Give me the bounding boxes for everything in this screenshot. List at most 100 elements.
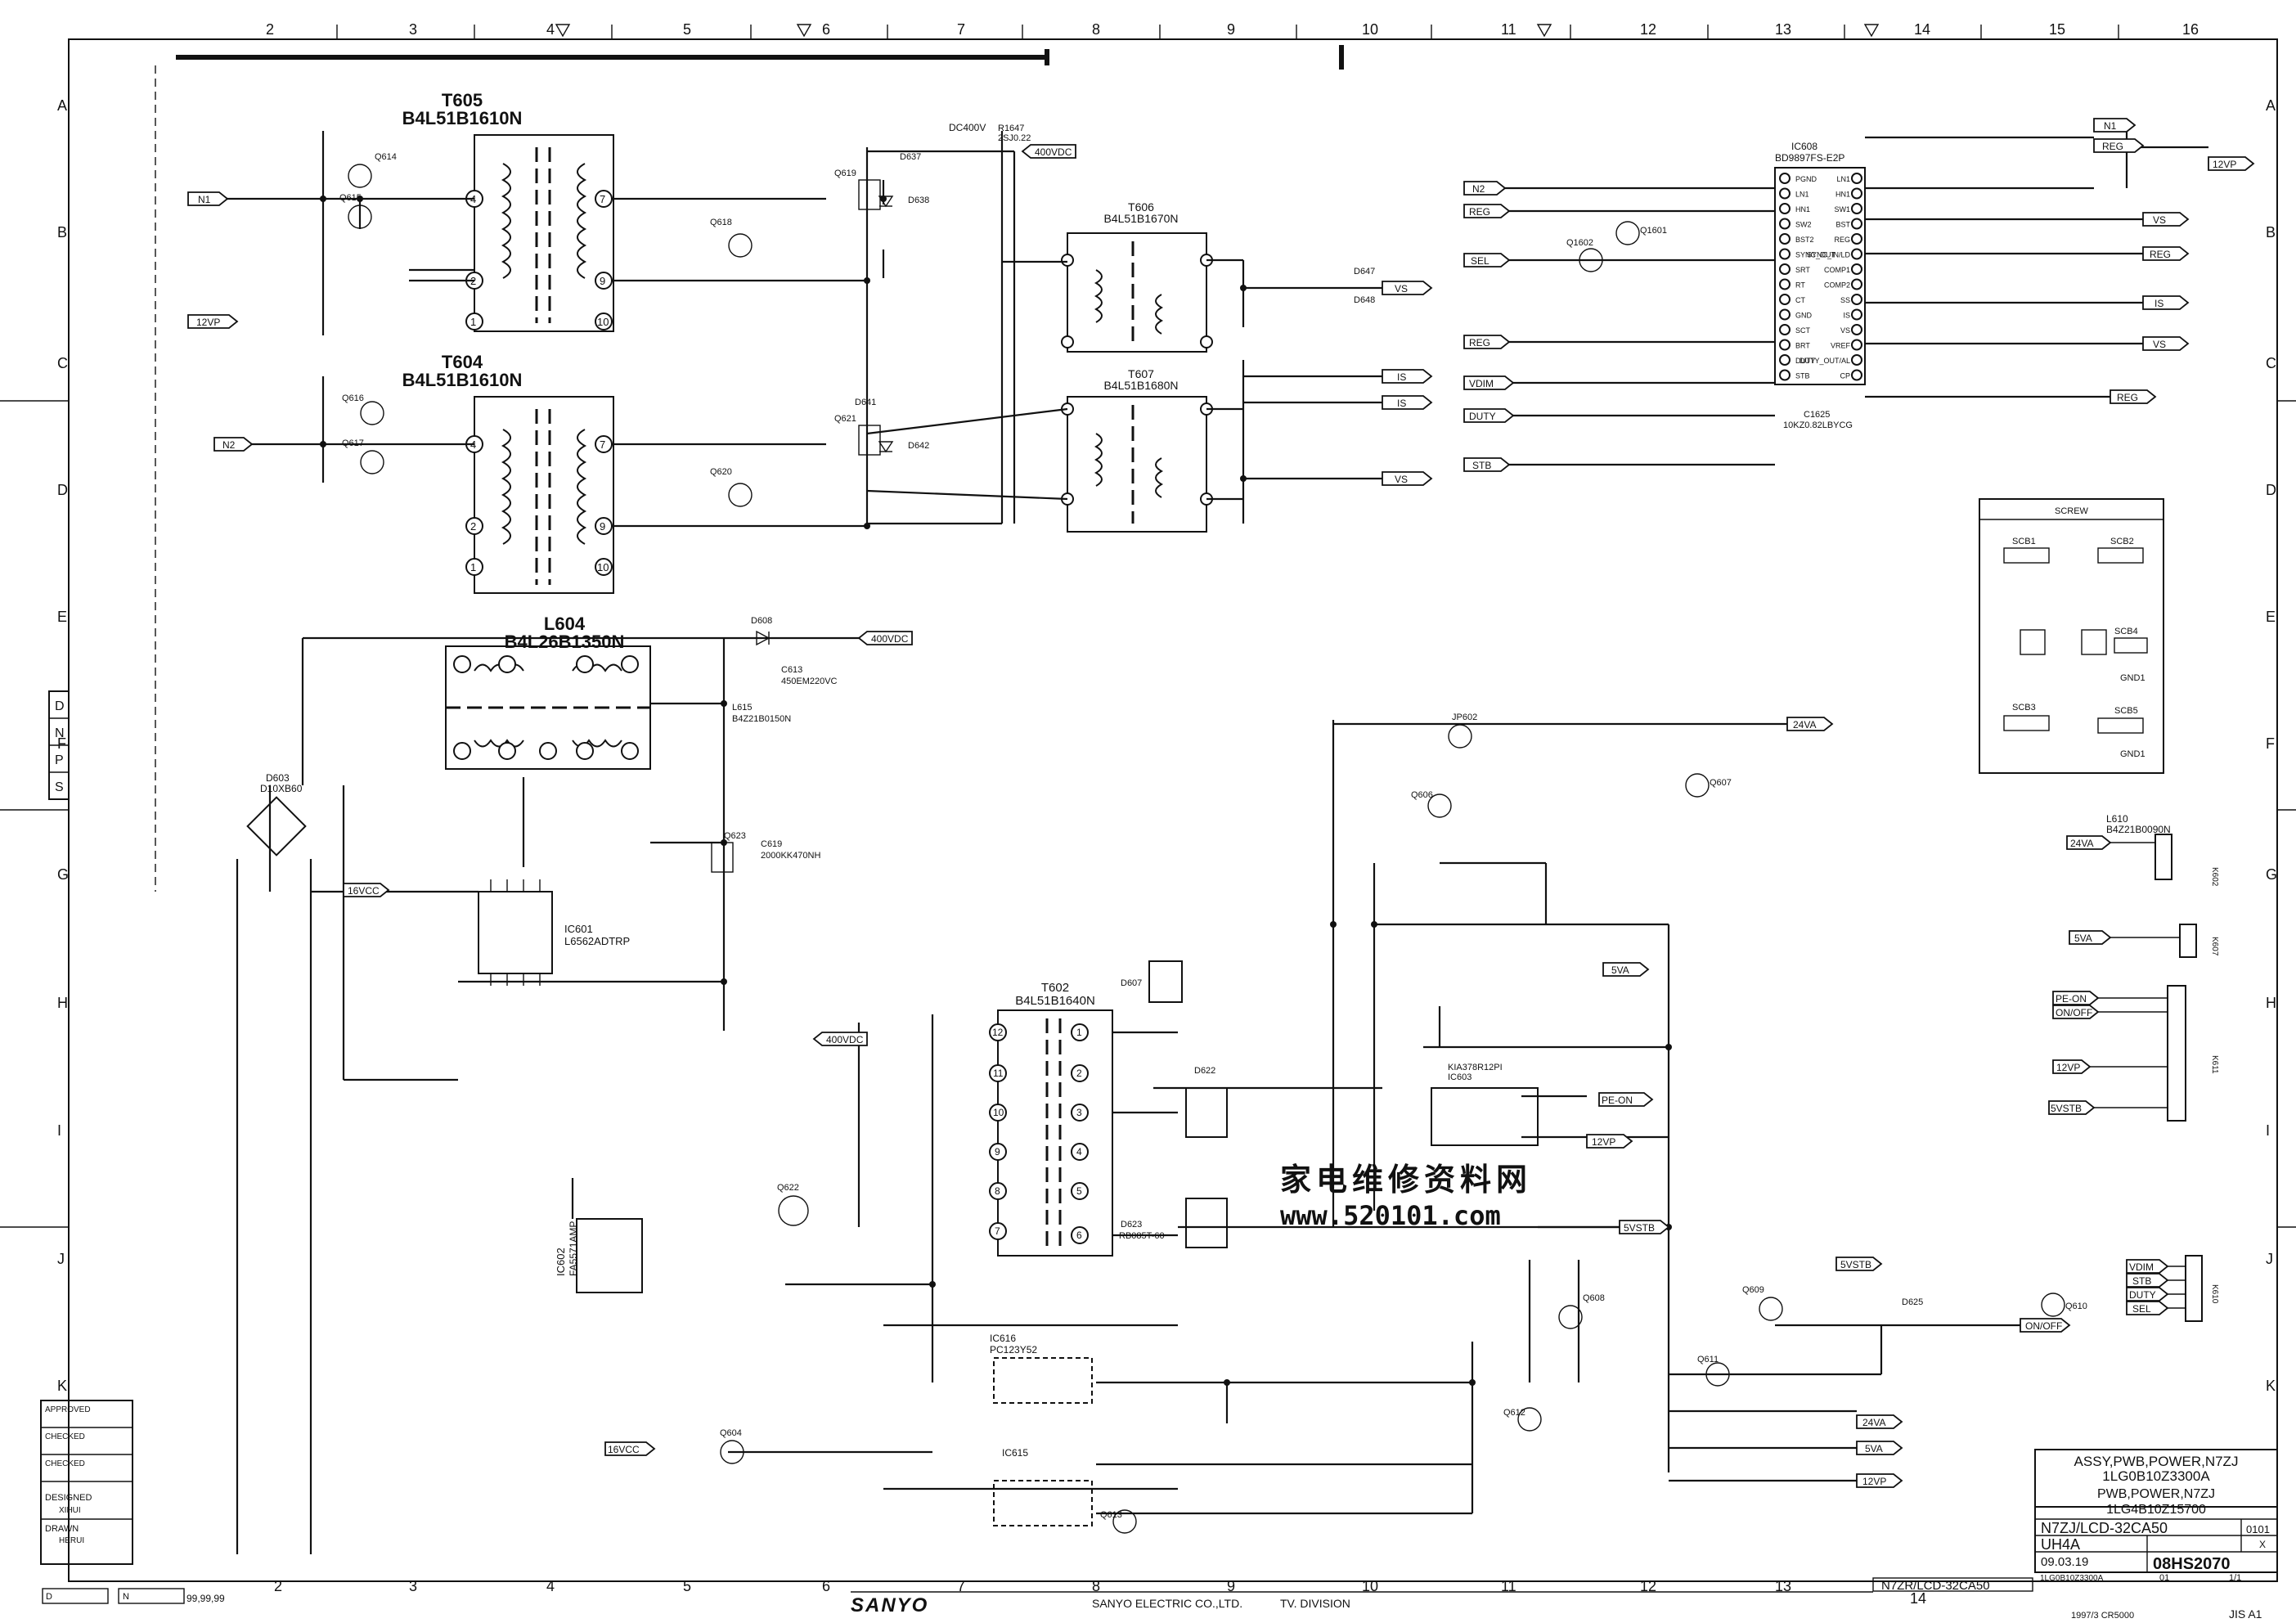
svg-text:Q622: Q622 (777, 1183, 799, 1193)
ic608-pin-marker (1779, 187, 1791, 200)
svg-text:D: D (46, 1592, 52, 1602)
svg-text:TV. DIVISION: TV. DIVISION (1280, 1597, 1350, 1610)
ic608-pin-marker (1851, 339, 1862, 351)
component-symbols: Q614 Q615 Q616 Q617 Q618 Q620 Q1601 Q160… (246, 124, 2087, 1534)
svg-text:H: H (2266, 995, 2276, 1011)
svg-text:L610: L610 (2106, 813, 2128, 825)
svg-text:C619: C619 (761, 839, 782, 849)
svg-text:12VP: 12VP (1592, 1136, 1615, 1148)
svg-text:K: K (2266, 1378, 2276, 1394)
ic608-pin-marker (1851, 294, 1862, 305)
svg-text:FA5571AMP: FA5571AMP (568, 1221, 579, 1276)
svg-text:BD9897FS-E2P: BD9897FS-E2P (1775, 152, 1844, 164)
svg-text:P: P (55, 753, 64, 767)
ic601-pfc: IC601 L6562ADTRP (478, 879, 630, 986)
svg-text:16VCC: 16VCC (348, 885, 380, 897)
ic608-pin-right: HN1 (1835, 191, 1850, 199)
net-labels: N1 12VP N2 16VCC 16VCC 400VDC 400VDC 400… (187, 118, 2255, 1488)
svg-text:D10XB60: D10XB60 (260, 783, 303, 794)
svg-text:SCB1: SCB1 (2012, 537, 2036, 546)
svg-text:Q1601: Q1601 (1640, 226, 1667, 236)
svg-text:D608: D608 (751, 616, 772, 626)
row-markers: A B C D E F G H I J K A B C D E F G H I … (57, 97, 2277, 1394)
svg-text:B: B (2266, 224, 2276, 241)
svg-text:XIHUI: XIHUI (59, 1506, 81, 1515)
svg-text:D: D (55, 699, 65, 713)
col-label: 14 (1914, 21, 1930, 38)
svg-text:VS: VS (1395, 283, 1408, 294)
col-label: 4 (546, 1578, 555, 1594)
wiring (188, 131, 2208, 1554)
svg-text:S: S (55, 780, 64, 794)
svg-text:IS: IS (1397, 371, 1406, 383)
svg-text:I: I (2266, 1122, 2270, 1139)
svg-text:STB: STB (2132, 1275, 2151, 1287)
svg-text:I: I (57, 1122, 61, 1139)
svg-text:N7ZR/LCD-32CA50: N7ZR/LCD-32CA50 (1881, 1579, 1990, 1593)
svg-text:D622: D622 (1194, 1066, 1215, 1076)
svg-text:5VSTB: 5VSTB (1624, 1222, 1655, 1234)
svg-text:PE-ON: PE-ON (1602, 1095, 1633, 1106)
optocoupler-ic615: IC615 (993, 1447, 1093, 1526)
svg-text:99,99,99: 99,99,99 (186, 1593, 225, 1604)
ic608-pin-marker (1779, 173, 1791, 184)
svg-text:400VDC: 400VDC (826, 1034, 864, 1045)
column-markers-top: 2 3 4 5 6 7 8 9 10 11 12 13 14 15 16 (266, 21, 2199, 39)
svg-text:IC602: IC602 (555, 1248, 567, 1276)
svg-text:Q604: Q604 (720, 1428, 742, 1438)
col-label: 9 (1227, 21, 1235, 38)
svg-text:9: 9 (600, 520, 605, 533)
svg-text:5VA: 5VA (1865, 1443, 1883, 1454)
svg-text:2: 2 (1076, 1068, 1082, 1079)
output-connectors: K602 K607 K611 K610 L610 B4Z21B0090N (2090, 813, 2219, 1322)
ic608-pin-marker (1779, 203, 1791, 214)
svg-text:PE-ON: PE-ON (2056, 993, 2087, 1005)
svg-text:B4L51B1680N: B4L51B1680N (1103, 379, 1178, 392)
svg-text:D641: D641 (855, 398, 876, 407)
col-label: 16 (2182, 21, 2199, 38)
ic608-pin-right: COMP2 (1824, 281, 1850, 290)
col-label: 11 (1501, 21, 1516, 38)
svg-text:DUTY: DUTY (2129, 1289, 2156, 1301)
svg-text:D642: D642 (908, 441, 929, 451)
svg-text:PC123Y52: PC123Y52 (990, 1344, 1037, 1355)
ic608-pin-right: SYNC_IN/LD (1807, 251, 1851, 259)
col-label: 3 (409, 21, 417, 38)
ic608-pin-marker (1851, 278, 1862, 290)
svg-text:G: G (2266, 866, 2277, 883)
ic608-pin-marker (1779, 263, 1791, 275)
svg-text:2000KK470NH: 2000KK470NH (761, 851, 820, 861)
svg-text:C: C (57, 355, 68, 371)
drawing-frame (0, 38, 2296, 1582)
svg-text:Q608: Q608 (1583, 1293, 1605, 1303)
svg-text:APPROVED: APPROVED (45, 1405, 91, 1414)
svg-text:L6562ADTRP: L6562ADTRP (564, 935, 630, 947)
svg-text:REG: REG (2117, 392, 2138, 403)
svg-text:CHECKED: CHECKED (45, 1459, 85, 1468)
ic608-pin-left: SRT (1795, 266, 1810, 274)
ic608-pin-right: COMP1 (1824, 266, 1850, 274)
transformer-t607: T607 B4L51B1680N (1061, 367, 1213, 533)
svg-text:400VDC: 400VDC (871, 633, 909, 645)
ic608-pin-left: PGND (1795, 175, 1817, 183)
svg-text:L615: L615 (732, 703, 752, 713)
svg-text:Q612: Q612 (1503, 1408, 1525, 1418)
ic608-pin-marker (1779, 233, 1791, 245)
svg-text:Q616: Q616 (342, 393, 364, 403)
col-label: 4 (546, 21, 555, 38)
svg-text:N2: N2 (1472, 183, 1485, 195)
svg-text:VS: VS (2153, 214, 2166, 226)
screw-panel: SCREW SCB1 SCB2 SCB4 SCB3 SCB5 GND1 GND1 (1979, 498, 2164, 774)
svg-text:C613: C613 (781, 665, 802, 675)
svg-text:D647: D647 (1354, 267, 1375, 276)
svg-text:IC615: IC615 (1002, 1447, 1028, 1459)
svg-text:T606: T606 (1128, 200, 1154, 214)
ic608-pin-marker (1779, 278, 1791, 290)
svg-text:5: 5 (1076, 1185, 1082, 1197)
svg-text:7: 7 (995, 1225, 1000, 1237)
svg-text:IC603: IC603 (1448, 1072, 1472, 1082)
ic608-pin-left: BST2 (1795, 236, 1814, 244)
